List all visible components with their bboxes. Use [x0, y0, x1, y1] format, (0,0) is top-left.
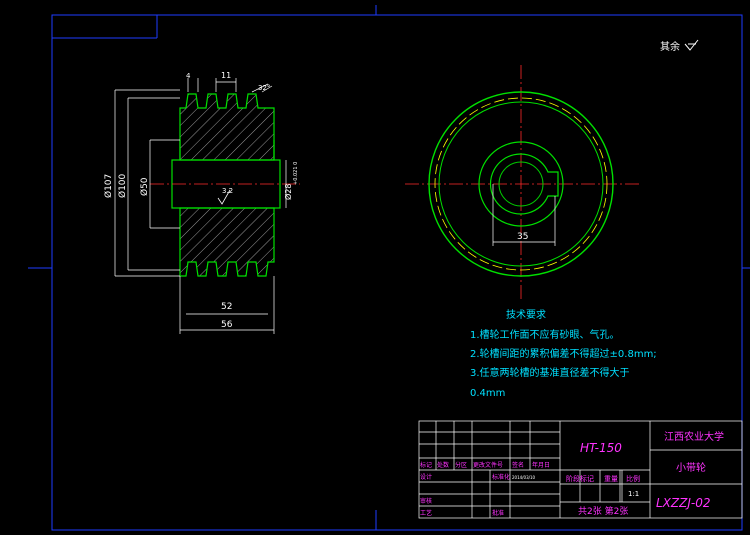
dim-dia-outer: Ø107 — [103, 174, 114, 198]
tech-req-line-2: 2.轮槽间距的累积偏差不得超过±0.8mm; — [470, 347, 657, 360]
school-name: 江西农业大学 — [664, 430, 724, 443]
roughness-symbol-icon — [684, 39, 699, 51]
label-weight: 重量 — [604, 475, 618, 483]
hub-section-upper — [179, 93, 275, 161]
label-zone: 分区 — [455, 461, 467, 469]
label-standard: 标准化 — [492, 473, 510, 481]
groove-root — [438, 101, 604, 267]
label-approve: 批准 — [492, 509, 504, 517]
dim-top-angle: 32° — [258, 84, 270, 92]
dim-dia-bore: Ø50 — [139, 177, 150, 196]
dim-35: 35 — [517, 232, 528, 242]
svg-text:3.2: 3.2 — [222, 187, 233, 195]
title-block-text: 标记 处数 分区 更改文件号 签名 年月日 设计 标准化 2014/03/10 … — [420, 430, 724, 517]
tech-req-line-4: 0.4mm — [470, 388, 505, 399]
surface-finish-label: 其余 — [660, 40, 680, 53]
label-craft: 工艺 — [420, 509, 432, 517]
dim-dia-hub: Ø28 — [283, 184, 293, 200]
label-sign: 签名 — [512, 461, 524, 469]
title-date: 2014/03/10 — [512, 475, 536, 480]
material: HT-150 — [580, 441, 622, 455]
label-review: 审核 — [420, 497, 432, 505]
surface-finish-note: 其余 — [660, 39, 699, 53]
label-stage: 阶段标记 — [566, 474, 594, 483]
scale-value: 1:1 — [628, 490, 639, 498]
hub-section-lower — [179, 207, 275, 277]
dim-top-width: 11 — [221, 71, 231, 80]
side-view: 35 — [405, 65, 640, 300]
label-design: 设计 — [420, 473, 432, 481]
hub-circle — [478, 141, 564, 227]
dim-top-small: 4 — [186, 72, 191, 80]
label-ratio: 比例 — [626, 474, 640, 483]
dim-dia-mid: Ø100 — [117, 173, 128, 198]
sheet-info: 共2张 第2张 — [578, 505, 628, 517]
label-date: 年月日 — [532, 461, 550, 469]
tech-req-line-1: 1.槽轮工作面不应有砂眼、气孔。 — [470, 328, 620, 341]
bore-with-keyway — [489, 153, 559, 215]
part-name: 小带轮 — [676, 461, 706, 474]
label-change-doc: 更改文件号 — [473, 461, 503, 469]
dim-dia-hub-tol: +0.021 0 — [293, 162, 299, 185]
label-mark: 标记 — [420, 461, 432, 469]
tech-req-line-3: 3.任意两轮槽的基准直径差不得大于 — [470, 366, 630, 379]
tech-requirements: 技术要求 1.槽轮工作面不应有砂眼、气孔。 2.轮槽间距的累积偏差不得超过±0.… — [470, 308, 657, 399]
dim-width-52: 52 — [221, 302, 232, 312]
dim-width-56: 56 — [221, 320, 233, 330]
drawing-code: LXZZJ-02 — [656, 496, 711, 510]
title-block — [418, 420, 743, 519]
outer-rim — [428, 91, 614, 277]
tech-req-title: 技术要求 — [506, 308, 546, 321]
sheet-frame — [28, 5, 750, 531]
roughness-3-2: 3.2 — [217, 187, 233, 205]
label-count: 处数 — [437, 461, 449, 469]
front-section-view: Ø107 Ø100 Ø50 Ø28 +0.021 0 52 56 11 4 32… — [103, 71, 300, 334]
pitch-circle — [434, 97, 608, 271]
